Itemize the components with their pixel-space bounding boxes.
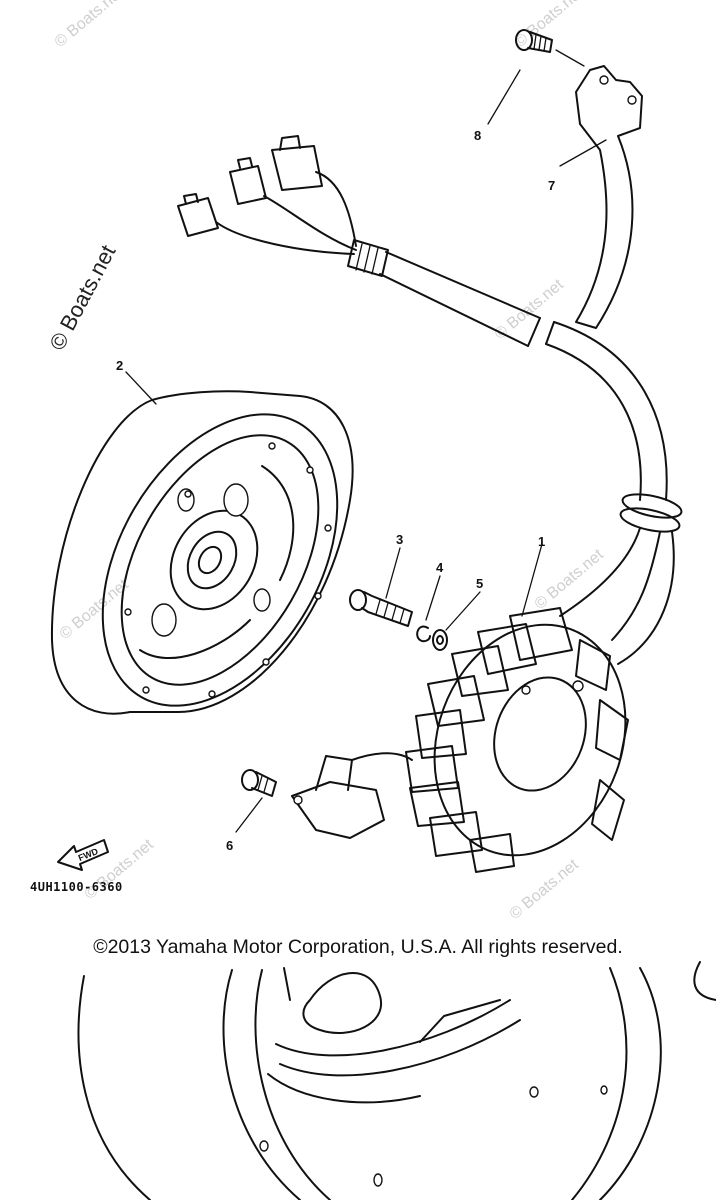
leader-line <box>425 575 441 621</box>
copyright-notice: ©2013 Yamaha Motor Corporation, U.S.A. A… <box>93 936 623 958</box>
bracket-7 <box>575 65 643 329</box>
watermark: © Boats.net <box>532 546 608 613</box>
pickup-coil <box>291 752 413 839</box>
leader-line <box>235 797 263 833</box>
watermark-main: © Boats.net <box>44 241 120 355</box>
fwd-arrow-icon: FWD <box>57 839 109 871</box>
wire-harness <box>177 135 683 665</box>
washer-5 <box>432 629 448 651</box>
leader-line <box>125 371 157 405</box>
screw-6 <box>241 769 277 797</box>
callout-5: 5 <box>476 576 483 591</box>
leader-line <box>487 69 521 125</box>
callout-1: 1 <box>538 534 545 549</box>
callouts: 1 2 3 4 5 6 7 8 <box>116 128 555 853</box>
leader-line <box>521 543 543 617</box>
washer-4 <box>416 625 431 643</box>
callout-2: 2 <box>116 358 123 373</box>
callout-8: 8 <box>474 128 481 143</box>
callout-3: 3 <box>396 532 403 547</box>
watermark: © Boats.net <box>512 0 588 51</box>
callout-6: 6 <box>226 838 233 853</box>
callout-7: 7 <box>548 178 555 193</box>
watermark: © Boats.net <box>507 856 583 923</box>
bolt-3 <box>349 589 413 627</box>
rotor-flywheel-2 <box>50 390 354 715</box>
leader-line <box>555 49 585 67</box>
leader-line <box>385 547 401 599</box>
callout-4: 4 <box>436 560 444 575</box>
screw-8 <box>515 29 553 53</box>
diagram-part-number: 4UH1100-6360 <box>30 880 123 894</box>
leader-line <box>445 591 481 631</box>
stator-1 <box>405 607 629 873</box>
leader-line <box>559 139 607 167</box>
flywheel-detail-view <box>77 961 716 1200</box>
watermark: © Boats.net <box>52 0 128 51</box>
